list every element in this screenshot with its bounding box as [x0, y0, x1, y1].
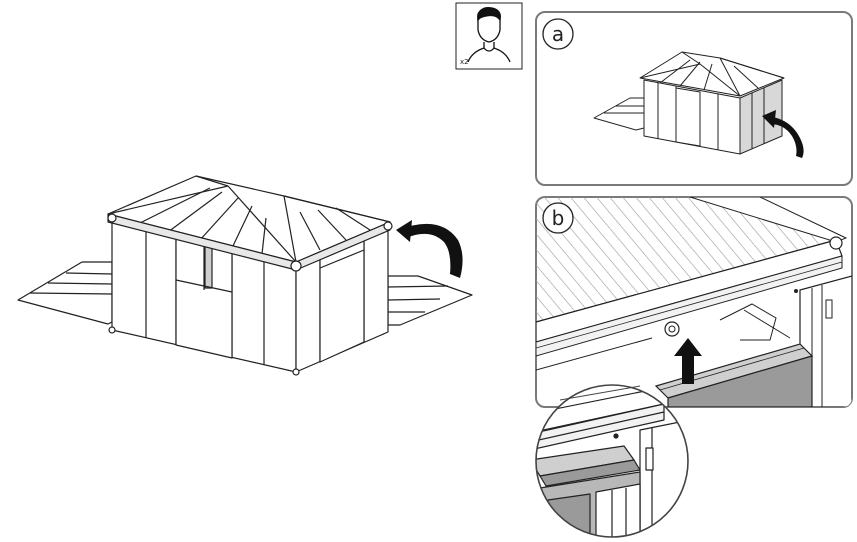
panel-a-gazebo: [593, 51, 785, 155]
people-count: x2: [460, 58, 469, 66]
panel-b: b: [535, 196, 853, 408]
person-icon: [467, 6, 511, 63]
roof: [107, 175, 393, 376]
floor-left: [17, 261, 113, 325]
panel-b-detail: [536, 197, 852, 407]
floor-right: [387, 275, 473, 326]
panel-a: a: [535, 11, 853, 186]
people-badge: x2: [455, 2, 523, 70]
panel-b-up-arrow-icon: [674, 338, 702, 384]
panel-a-curved-arrow-icon: [762, 110, 804, 158]
panel-a-letter: a: [552, 22, 564, 46]
main-gazebo: [17, 175, 473, 376]
panel-b-letter: b: [552, 206, 565, 230]
magnifier-connector: [559, 385, 641, 401]
magnifier-detail: [535, 384, 689, 538]
main-curved-arrow-icon: [396, 220, 463, 278]
right-wall: [295, 227, 389, 373]
